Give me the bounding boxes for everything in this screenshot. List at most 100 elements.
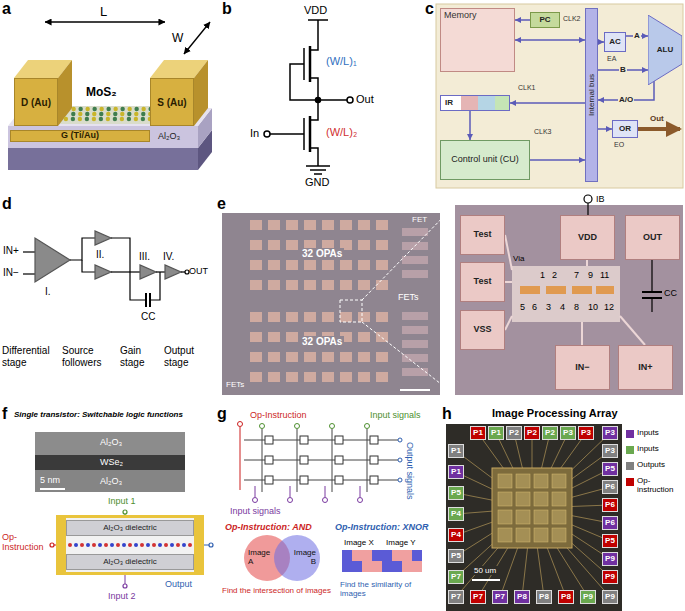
pin-label: P5	[451, 489, 461, 498]
label-text: Out	[356, 93, 374, 106]
die-cell	[534, 474, 548, 488]
opamp-stages-part	[82, 260, 95, 272]
opamp-chip-photo-part-part	[586, 260, 588, 266]
label-text: In	[250, 127, 259, 140]
opa-pad	[322, 372, 334, 382]
pin-label: P7	[451, 593, 461, 602]
label-text: Differential stage	[2, 345, 60, 368]
label-text: VDD	[304, 4, 327, 17]
opa-pad	[268, 220, 280, 230]
node-text: Al₂O₃ dielectric	[103, 524, 157, 533]
label-text: Op-Instruction	[250, 410, 307, 420]
atom	[134, 112, 138, 116]
die-cell	[516, 528, 530, 542]
pin-pad: P4	[448, 507, 464, 521]
label-text: CLK2	[563, 15, 581, 23]
crossbar-transistor	[370, 476, 378, 484]
opa-pad	[376, 352, 388, 362]
label-text: 3	[546, 302, 551, 312]
carrier-dot	[98, 543, 102, 547]
die-cell	[534, 510, 548, 524]
opa-pad	[340, 280, 352, 290]
carrier-dot	[146, 543, 150, 547]
image-pixel	[362, 550, 372, 561]
node-text: Control unit (CU)	[451, 155, 519, 165]
atom	[127, 107, 131, 111]
opamp-stages-part	[140, 265, 156, 279]
opamp-chip-photo-part	[362, 205, 455, 300]
atom	[134, 107, 138, 111]
label-text: Input 1	[108, 496, 136, 506]
pin-label: P9	[605, 555, 615, 564]
atom	[92, 117, 96, 121]
opa-pad	[286, 260, 298, 270]
transistor-illustration-part	[194, 60, 208, 126]
panel-letter: d	[2, 195, 12, 213]
label-text: IB	[596, 194, 605, 204]
label-text: GND	[305, 176, 329, 189]
pin-label: P6	[605, 501, 615, 510]
opamp-stages-part	[130, 272, 146, 300]
atom	[106, 107, 110, 111]
crossbar-array	[238, 422, 423, 573]
die-cell	[552, 474, 566, 488]
crossbar-array-part-part	[365, 424, 370, 429]
pin-pad: P3	[602, 426, 618, 440]
opa-pad	[268, 280, 280, 290]
opamp-chip-photo-part-part	[642, 291, 662, 293]
opa-pad	[340, 220, 352, 230]
node-text: VDD	[578, 233, 597, 243]
label-text: Image X	[344, 538, 374, 547]
label-text: I.	[45, 286, 51, 298]
transistor-illustration-part	[8, 148, 198, 170]
inverter-circuit-part	[314, 173, 322, 175]
pin-pad: P2	[524, 426, 540, 440]
atom	[106, 117, 110, 121]
crossbar-transistor	[370, 436, 378, 444]
crossbar-array-part-part	[325, 486, 326, 497]
label-text: 9	[588, 270, 593, 280]
edge-label: B	[619, 65, 627, 74]
label-text: Find the intersection of images	[222, 586, 332, 595]
crossbar-array-part-part	[295, 424, 300, 429]
inverter-circuit-part	[264, 131, 270, 137]
node-box: PC	[530, 12, 560, 28]
pin-pad: P5	[448, 549, 464, 563]
label-text: CC	[664, 288, 677, 298]
opa-pad	[286, 332, 298, 342]
pin-label: P9	[605, 573, 615, 582]
opamp-chip-photo-part	[520, 286, 540, 294]
atom	[141, 112, 145, 116]
inverter-circuit-part	[309, 116, 312, 152]
bus-connector	[515, 19, 530, 21]
atom	[141, 107, 145, 111]
inverter-circuit-part	[318, 99, 347, 101]
crossbar-transistor	[370, 456, 378, 464]
pin-pad: P8	[558, 590, 574, 604]
die-cell	[534, 528, 548, 542]
opa-pad	[304, 312, 316, 322]
node-box: Test	[460, 262, 505, 302]
crossbar-transistor	[300, 476, 308, 484]
die-cell	[552, 510, 566, 524]
opa-pad	[286, 220, 298, 230]
opamp-chip-photo-part	[596, 286, 614, 294]
atom	[120, 117, 124, 121]
inverter-circuit-part	[316, 98, 321, 103]
cpu-panel	[436, 4, 683, 188]
node-box: Al₂O₃ dielectric	[66, 554, 194, 570]
opa-pad	[340, 352, 352, 362]
legend-text: Inputs	[637, 428, 684, 437]
pin-label: P2	[545, 429, 555, 438]
atom	[99, 107, 103, 111]
opamp-chip-photo-part	[400, 389, 430, 391]
label-text: (W/L)₂	[326, 126, 357, 139]
label-text: Input signals	[230, 506, 281, 516]
label-text: CC	[141, 311, 155, 323]
pin-label: P2	[527, 429, 537, 438]
opa-pad	[250, 240, 262, 250]
legend-swatch	[626, 430, 634, 438]
bus-connector	[510, 102, 585, 104]
image-array-chip-part	[472, 579, 500, 581]
label-text: Image Processing Array	[492, 407, 618, 420]
